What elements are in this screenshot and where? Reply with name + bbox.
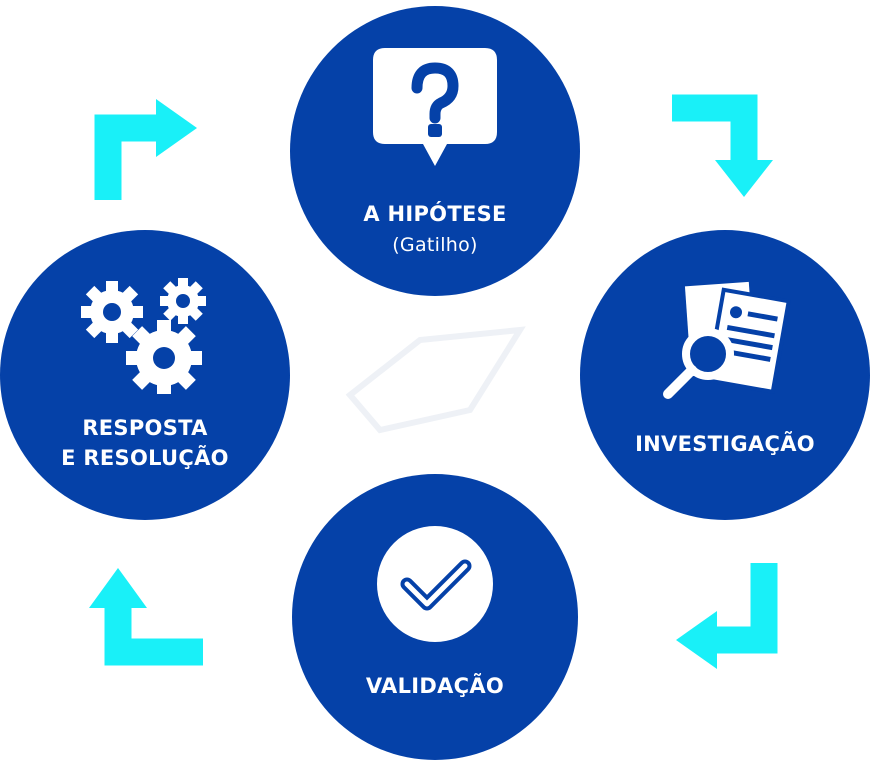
arrowhead-left — [676, 611, 717, 669]
question-bubble-icon — [373, 48, 497, 166]
arrowhead-up — [89, 568, 147, 608]
arrow-to-validacao — [715, 563, 778, 654]
checkmark-circle-icon — [377, 526, 493, 642]
center-watermark — [345, 326, 526, 434]
gears-icon — [81, 278, 206, 394]
node-hipotese-title: A HIPÓTESE — [363, 202, 507, 226]
node-validacao-title: VALIDAÇÃO — [365, 674, 505, 698]
node-hipotese: A HIPÓTESE (Gatilho) — [290, 6, 580, 296]
node-validacao: VALIDAÇÃO — [292, 474, 578, 760]
arrow-to-resposta — [104, 608, 203, 666]
arrow-to-investigacao — [672, 94, 758, 162]
node-resposta-title-line1: RESPOSTA — [82, 416, 208, 440]
document-magnifier-icon — [663, 281, 792, 399]
arrow-to-hipotese — [94, 114, 158, 200]
node-investigacao-title: INVESTIGAÇÃO — [635, 432, 815, 456]
node-investigacao: INVESTIGAÇÃO — [580, 230, 870, 520]
node-resposta-title-line2: E RESOLUÇÃO — [61, 446, 229, 470]
arrowhead-right — [156, 99, 197, 157]
node-resposta: RESPOSTA E RESOLUÇÃO — [0, 230, 290, 520]
node-hipotese-subtitle: (Gatilho) — [392, 234, 478, 256]
arrowhead-down — [715, 160, 773, 197]
